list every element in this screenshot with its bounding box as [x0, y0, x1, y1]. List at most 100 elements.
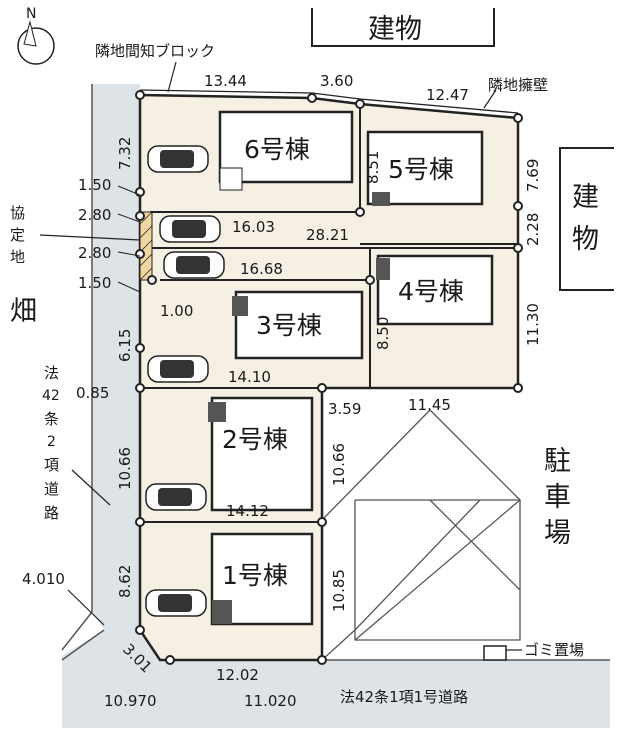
dim-16-68: 16.68: [240, 260, 283, 278]
car-icon: [147, 355, 209, 383]
dim-leader-150a: [117, 185, 141, 196]
dim-leader-150b: [117, 281, 141, 293]
entrance-3: [232, 296, 248, 316]
dim-8-50: 8.50: [374, 317, 392, 350]
dim-14-12: 14.12: [226, 502, 269, 520]
left-road-char-6: 道: [44, 480, 59, 498]
hatch: [139, 253, 153, 267]
house-2-footprint: [210, 396, 314, 512]
site-outline: [138, 93, 520, 662]
neighbor-block-line: [139, 89, 519, 114]
house-5-label: 5号棟: [388, 155, 454, 184]
dim-8-62: 8.62: [116, 565, 134, 598]
entrance-5: [372, 192, 390, 206]
dim-4-010: 4.010: [22, 570, 65, 588]
parking-line: [429, 409, 521, 501]
parking-char-3: 場: [544, 518, 571, 549]
left-road-char-3: 条: [44, 410, 59, 428]
parking-diagonal: [354, 499, 521, 641]
house-4-label: 4号棟: [398, 277, 464, 306]
neighbor-block-leader: [167, 61, 177, 93]
dim-13-44: 13.44: [204, 72, 247, 90]
dim-10-66-left: 10.66: [116, 447, 134, 490]
car-icon: [145, 483, 207, 511]
agreement-land-char-2: 定: [10, 226, 25, 244]
dim-3-60: 3.60: [320, 72, 353, 90]
agreement-land-char-3: 地: [10, 248, 25, 266]
hatch: [139, 267, 153, 281]
dim-8-51: 8.51: [364, 151, 382, 184]
car-icon: [163, 251, 225, 279]
left-road-char-1: 法: [44, 364, 59, 382]
field-label: 畑: [10, 296, 37, 327]
trash-label: ゴミ置場: [524, 641, 584, 659]
left-road-char-2: 42: [42, 388, 60, 404]
bottom-road-area: [62, 630, 610, 728]
dim-10-85: 10.85: [330, 569, 348, 612]
entrance-2: [208, 402, 226, 422]
dim-leader-4010: [67, 589, 105, 626]
dim-1-50-b: 1.50: [78, 274, 111, 292]
bottom-road-label: 法42条1項1号道路: [340, 688, 468, 706]
top-neighbor-building: [311, 8, 495, 47]
dim-2-80-a: 2.80: [78, 206, 111, 224]
trash-area: [483, 645, 507, 661]
dim-28-21: 28.21: [306, 226, 349, 244]
parking-char-1: 駐: [544, 446, 571, 477]
car-icon: [159, 215, 221, 243]
house-2-label: 2号棟: [222, 425, 288, 454]
entrance-6: [219, 167, 243, 191]
house-6-label: 6号棟: [244, 135, 310, 164]
left-road-char-4: 2: [47, 434, 56, 450]
dim-16-03: 16.03: [232, 218, 275, 236]
house-3-footprint: [234, 290, 364, 360]
left-road-char-5: 項: [44, 456, 59, 474]
top-building-label: 建物: [368, 14, 422, 45]
dim-12-47: 12.47: [426, 86, 469, 104]
agreement-land-char-1: 協: [10, 204, 25, 222]
neighbor-block-label: 隣地間知ブロック: [95, 42, 215, 60]
neighbor-wall-leader: [483, 89, 497, 109]
dim-11-020: 11.020: [244, 692, 297, 710]
dim-14-10: 14.10: [228, 368, 271, 386]
dim-11-45: 11.45: [408, 396, 451, 414]
house-5-footprint: [366, 130, 484, 206]
boundary-markers: [135, 90, 523, 665]
left-road-char-7: 路: [44, 504, 59, 522]
parking-line: [321, 409, 431, 521]
entrance-1: [212, 600, 232, 624]
road-corner-line-2: [61, 629, 105, 661]
car-icon: [145, 589, 207, 617]
neighbor-wall-label: 隣地擁壁: [488, 76, 548, 94]
left-road-leader: [71, 469, 111, 506]
dim-6-15: 6.15: [116, 329, 134, 362]
dim-leader-280b: [117, 251, 141, 257]
parking-char-2: 車: [544, 482, 571, 513]
hatch: [139, 211, 153, 225]
site-fill: [140, 95, 518, 660]
house-3-label: 3号棟: [256, 311, 322, 340]
dim-2-28: 2.28: [524, 213, 542, 246]
dim-11-30: 11.30: [524, 303, 542, 346]
dim-7-32: 7.32: [116, 137, 134, 170]
north-label: N: [26, 6, 36, 22]
agreement-leader: [39, 234, 141, 241]
parking-diagonal-2: [429, 499, 521, 591]
dim-1-50-a: 1.50: [78, 176, 111, 194]
dim-leader-280a: [117, 213, 141, 223]
parking-outline: [354, 499, 521, 641]
north-arrow: N: [17, 6, 55, 70]
left-road-area: [92, 84, 140, 630]
dim-2-80-b: 2.80: [78, 244, 111, 262]
parking-line: [321, 629, 356, 661]
dim-10-970: 10.970: [104, 692, 157, 710]
entrance-4: [376, 258, 390, 280]
car-icon: [147, 145, 209, 173]
house-1-label: 1号棟: [222, 561, 288, 590]
dim-10-66-mid: 10.66: [330, 443, 348, 486]
hatch: [139, 225, 153, 239]
dim-12-02: 12.02: [216, 666, 259, 684]
dim-3-59: 3.59: [328, 400, 361, 418]
